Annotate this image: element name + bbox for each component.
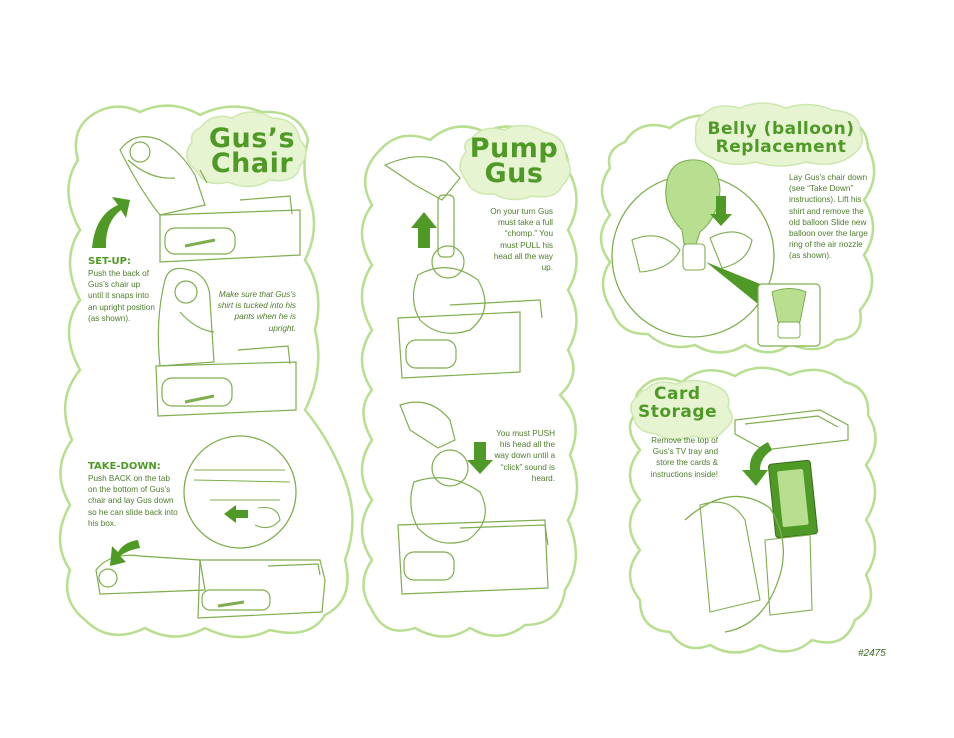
panel-card-storage xyxy=(628,366,877,654)
pump-title: Pump Gus xyxy=(464,133,564,189)
card-title-line1: Card xyxy=(654,384,701,404)
pump-title-line2: Gus xyxy=(484,158,544,189)
chair-title-line2: Chair xyxy=(210,148,294,179)
title-cloud-chair xyxy=(186,111,307,188)
title-cloud-card xyxy=(630,379,733,441)
curved-arrow-up-icon xyxy=(92,197,130,248)
chair-title-line1: Gus’s xyxy=(208,123,296,154)
panel-guss-chair xyxy=(58,104,354,639)
nozzle-detail-box xyxy=(757,283,821,347)
title-cloud-pump xyxy=(459,124,571,201)
panel-pump-gus xyxy=(360,124,579,638)
belly-title: Belly (balloon) Replacement xyxy=(700,120,862,156)
arrow-down-small-icon xyxy=(710,196,732,226)
part-number: #2475 xyxy=(858,648,886,659)
curved-arrow-down-card-icon xyxy=(742,442,772,486)
belly-text: Lay Gus’s chair down (see “Take Down” in… xyxy=(789,173,868,261)
cloud-outline-card xyxy=(628,366,877,654)
chair-flat-illustration xyxy=(95,554,326,619)
chair-upright-illustration xyxy=(155,267,297,417)
panel-belly xyxy=(599,102,876,354)
takedown-detail-circle xyxy=(183,435,297,549)
pump-title-line1: Pump xyxy=(469,133,559,164)
cloud-outline-chair xyxy=(58,104,354,639)
pump-pull-illustration xyxy=(383,156,543,379)
pull-text: On your turn Gus must take a full “chomp… xyxy=(490,207,553,273)
card-title: Card Storage xyxy=(638,385,724,421)
curved-arrow-down-icon xyxy=(110,540,140,566)
card-storage-detail-circle xyxy=(684,495,813,633)
pump-push-illustration xyxy=(397,401,549,595)
arrow-left-icon xyxy=(224,505,248,523)
arrow-up-pull-icon xyxy=(411,212,437,248)
arrow-down-push-icon xyxy=(467,442,493,474)
belly-title-line1: Belly (balloon) xyxy=(707,119,855,139)
setup-text: Push the back of Gus’s chair up until it… xyxy=(88,269,155,323)
chair-title: Gus’s Chair xyxy=(197,123,307,179)
takedown-heading: TAKE-DOWN: xyxy=(88,461,161,472)
card-stack-illustration xyxy=(768,459,818,539)
card-text: Remove the top of Gus’s TV tray and stor… xyxy=(650,436,718,479)
balloon-detail-circle xyxy=(611,159,775,338)
title-cloud-belly xyxy=(694,102,863,167)
card-title-line2: Storage xyxy=(638,402,718,422)
push-text: You must PUSH his head all the way down … xyxy=(494,429,555,483)
chair-recline-illustration xyxy=(119,136,301,263)
setup-heading: SET-UP: xyxy=(88,256,131,267)
takedown-text: Push BACK on the tab on the bottom of Gu… xyxy=(88,474,178,528)
tray-lid-illustration xyxy=(734,409,849,451)
shirt-note: Make sure that Gus’s shirt is tucked int… xyxy=(217,290,296,333)
belly-title-line2: Replacement xyxy=(715,137,847,157)
cloud-outline-pump xyxy=(360,125,579,638)
